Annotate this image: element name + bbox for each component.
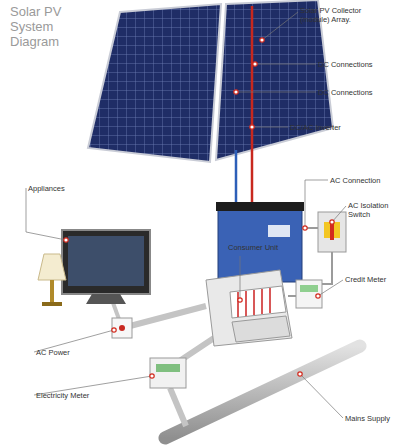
leader-line (240, 256, 241, 300)
ac-wire (322, 252, 332, 284)
leader-line (262, 12, 298, 40)
callout-dot (330, 220, 334, 224)
leader-line (255, 64, 316, 65)
dc-wire-positive (251, 6, 254, 206)
callout-label: AC Power (36, 348, 86, 357)
callout-label: Electricity Meter (36, 391, 106, 400)
isolation-switch (318, 212, 346, 252)
meter-display (300, 285, 318, 292)
tv-stand (86, 294, 126, 304)
leader-line (332, 206, 346, 222)
tv-screen (68, 236, 144, 286)
solar-panel (216, 0, 333, 160)
ac-socket (112, 318, 132, 338)
callout-label: Appliances (28, 184, 88, 193)
electricity-meter (150, 358, 186, 388)
callout-dot (316, 294, 320, 298)
callout-label: DC/AC Inverter (290, 123, 370, 132)
inverter-lid (216, 202, 304, 211)
callout-dot (298, 372, 302, 376)
callout-dot (250, 125, 254, 129)
leader-line (236, 92, 316, 93)
callout-label: DC Connections (318, 60, 398, 69)
lamp-base (42, 302, 62, 306)
callout-dot (303, 226, 307, 230)
leader-line (252, 127, 288, 128)
callout-dot (253, 62, 257, 66)
leader-lines (26, 12, 346, 418)
dc-wire-negative (235, 150, 238, 206)
callout-label: AC Isolation Switch (348, 201, 398, 219)
callout-label: Mains Supply (345, 414, 399, 423)
solar-panel (88, 4, 221, 162)
conduit (130, 306, 206, 326)
consumer-unit (206, 270, 292, 346)
callout-label: DC Connections (318, 88, 398, 97)
socket-switch (119, 325, 125, 331)
ac-wire (288, 295, 296, 297)
tv-frame (62, 230, 150, 294)
lamp-shade (38, 254, 66, 280)
callout-dot (150, 374, 154, 378)
credit-meter (296, 280, 322, 308)
inverter-body (218, 206, 302, 282)
callout-label: Consumer Unit (228, 243, 298, 252)
leader-line (305, 180, 328, 228)
callout-dots (64, 38, 334, 378)
breaker-row (230, 286, 286, 318)
callout-dot (64, 238, 68, 242)
meter-display (156, 364, 180, 372)
callout-dot (260, 38, 264, 42)
diagram-title: Solar PV System Diagram (10, 4, 105, 49)
mains-pipe (165, 346, 360, 438)
conduit (170, 388, 186, 426)
inverter-display (268, 225, 290, 237)
callout-dot (112, 328, 116, 332)
callout-dot (238, 298, 242, 302)
unit-cover (232, 316, 290, 342)
leader-line (318, 280, 343, 296)
lamp-stem (50, 280, 54, 302)
callout-label: AC Connection (330, 176, 398, 185)
callout-label: Credit Meter (345, 275, 399, 284)
leader-line (26, 188, 66, 240)
callout-dot (234, 90, 238, 94)
switch-handle (330, 220, 334, 240)
callout-label: Solar PV Collector (module) Array. (300, 6, 390, 24)
leader-line (300, 374, 343, 418)
breaker-toggles (238, 288, 270, 317)
